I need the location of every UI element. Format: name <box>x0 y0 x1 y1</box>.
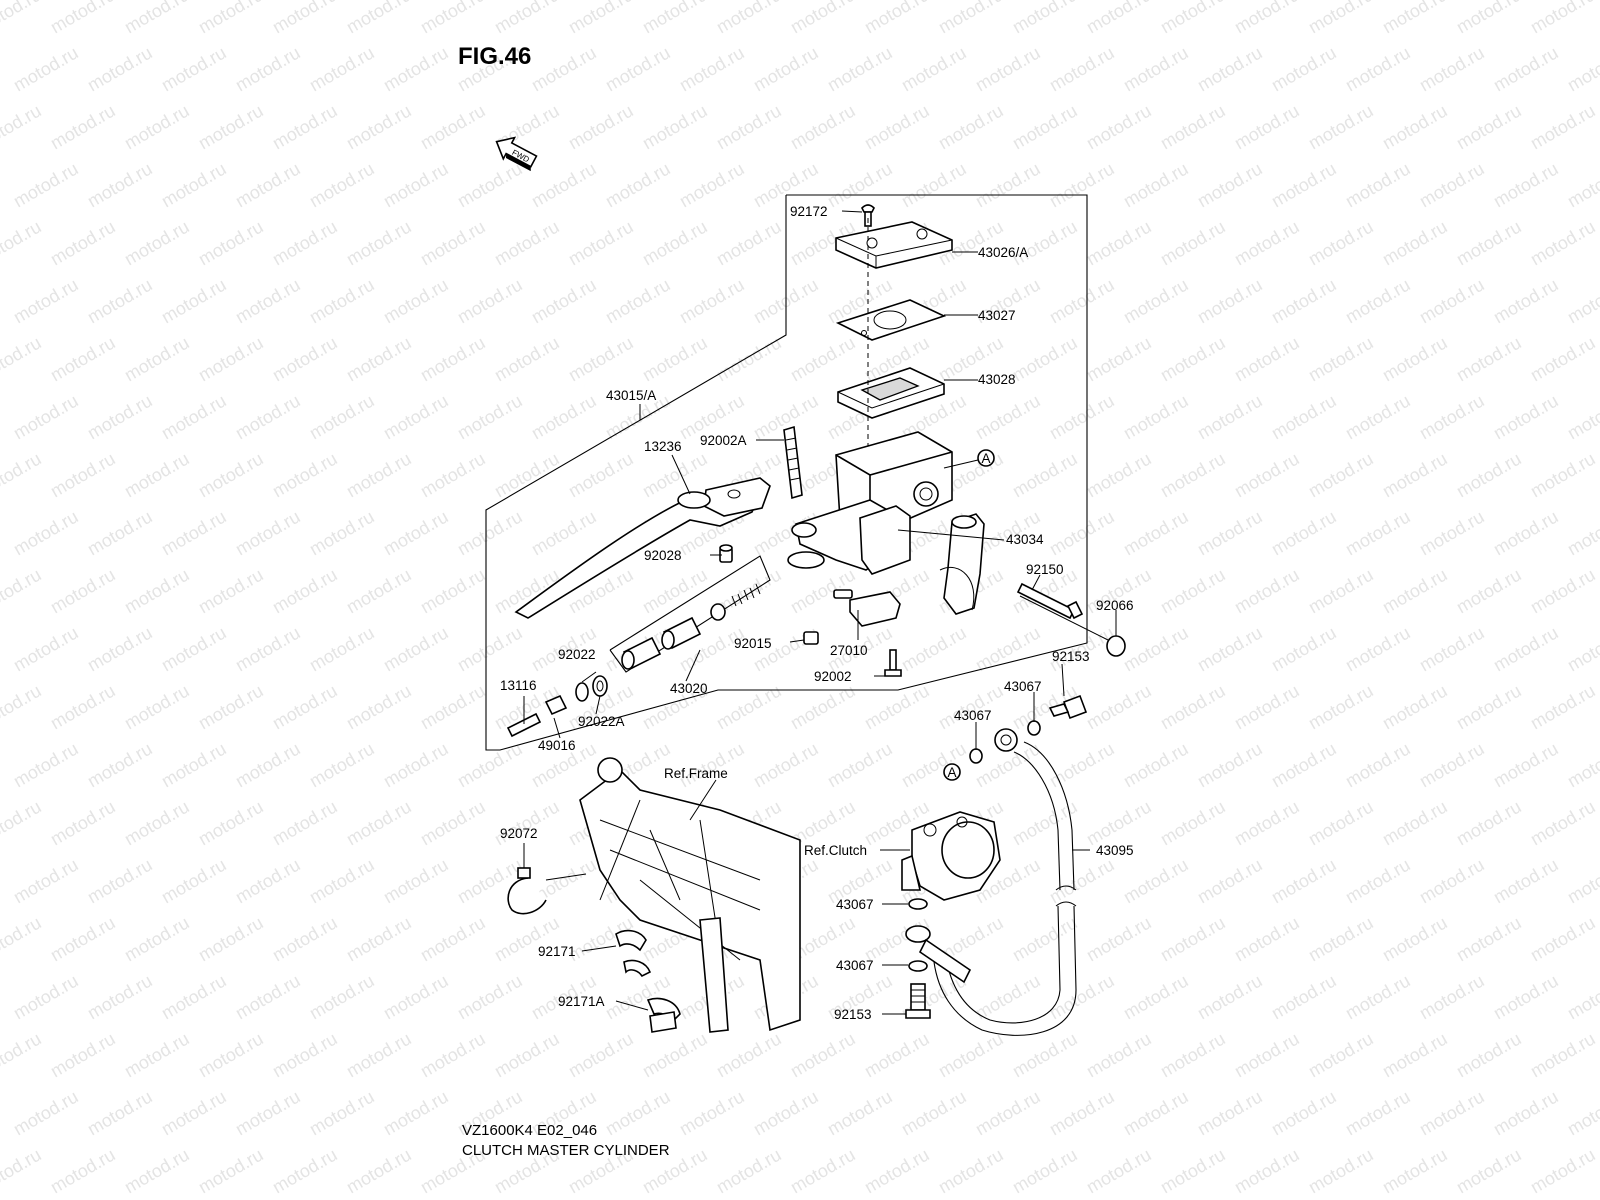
push-rod-group <box>506 675 608 738</box>
part-label: 43067 <box>836 958 874 973</box>
clamp-bracket-43034 <box>939 513 985 615</box>
part-label: 92028 <box>644 548 682 563</box>
nut-92015 <box>803 631 819 645</box>
band-92072 <box>507 867 547 915</box>
part-label: 92002 <box>814 669 852 684</box>
assembly-outline <box>485 194 1088 751</box>
frame-ref <box>579 757 801 1033</box>
part-label: 43020 <box>670 681 708 696</box>
clutch-slave-cylinder <box>901 811 1001 901</box>
leader-lines <box>523 210 1117 1015</box>
part-label: 92072 <box>500 826 538 841</box>
part-label: 43015/A <box>606 388 656 403</box>
master-cylinder-body <box>787 431 953 575</box>
part-label: 92066 <box>1096 598 1134 613</box>
diagram-caption: CLUTCH MASTER CYLINDER <box>462 1142 670 1159</box>
part-label: 43067 <box>1004 679 1042 694</box>
lower-fittings <box>905 898 972 1019</box>
callout-a-bottom: A <box>943 763 961 781</box>
bolt-92150 <box>1016 582 1084 620</box>
svg-text:A: A <box>981 451 990 466</box>
part-label: 43095 <box>1096 843 1134 858</box>
cap-92066 <box>1106 635 1126 657</box>
part-label: 43028 <box>978 372 1016 387</box>
svg-text:A: A <box>947 765 956 780</box>
part-label: 92153 <box>1052 649 1090 664</box>
part-label: 92171 <box>538 944 576 959</box>
part-label: 92002A <box>700 433 747 448</box>
part-label: 92171A <box>558 994 605 1009</box>
piston-kit <box>609 555 771 673</box>
part-label: Ref.Clutch <box>804 843 867 858</box>
part-label: 43067 <box>836 897 874 912</box>
part-label: 92022 <box>558 647 596 662</box>
part-label: 92015 <box>734 636 772 651</box>
clutch-lever <box>514 477 771 619</box>
part-label: Ref.Frame <box>664 766 728 781</box>
callout-a-top: A <box>943 449 995 469</box>
part-label: 13236 <box>644 439 682 454</box>
part-label: 92150 <box>1026 562 1064 577</box>
clamp-92171A <box>646 997 681 1033</box>
clamp-92171 <box>615 929 652 978</box>
figure-title: FIG.46 <box>458 43 531 70</box>
part-label: 13116 <box>500 678 537 693</box>
part-label: 43067 <box>954 708 992 723</box>
reservoir-cap <box>835 221 953 269</box>
part-label: 43026/A <box>978 245 1028 260</box>
model-code: VZ1600K4 E02_046 <box>462 1122 597 1139</box>
fwd-arrow-icon: FWD <box>495 136 538 172</box>
part-label: 92022A <box>578 714 625 729</box>
part-label: 43034 <box>1006 532 1044 547</box>
part-labels: 92172 43026/A 43027 43028 43015/A 92002A… <box>500 204 1134 1022</box>
diaphragm <box>837 367 945 419</box>
screw-92002 <box>884 649 902 677</box>
bolt-92002A <box>783 425 803 500</box>
switch-27010 <box>833 589 901 627</box>
part-label: 92172 <box>790 204 828 219</box>
diaphragm-plate <box>835 299 947 341</box>
pivot-bush-92028 <box>719 544 733 563</box>
part-label: 49016 <box>538 738 576 753</box>
part-label: 92153 <box>834 1007 872 1022</box>
clutch-hose <box>933 694 1088 1036</box>
part-label: 43027 <box>978 308 1016 323</box>
part-label: 27010 <box>830 643 868 658</box>
